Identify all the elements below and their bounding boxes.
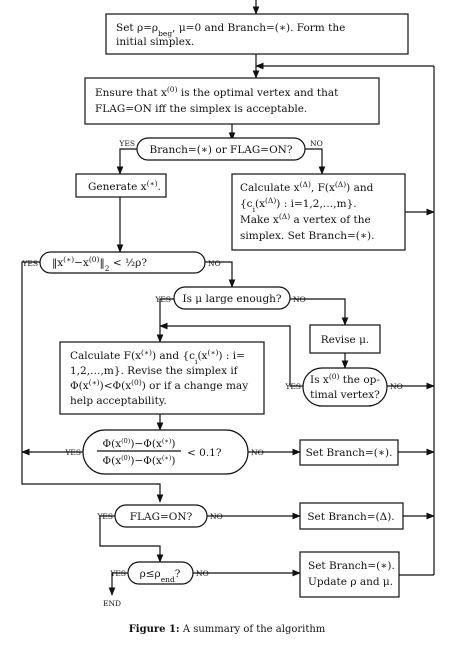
node-ratio-question: Φ(x(0))−Φ(x(∗)) Φ(x(0))−Φ(x(∗)) < 0.1? — [82, 429, 249, 475]
node-revise-mu: Revise μ. — [309, 324, 381, 354]
node-branch-question: Branch=(∗) or FLAG=ON? — [136, 137, 306, 161]
optimal-question-line-1: Is x(0) the op- — [310, 372, 380, 387]
connector-norm-yes — [21, 261, 164, 503]
optimal-question-line-2: timal vertex? — [310, 389, 380, 401]
label-yes-branch: YES — [118, 139, 135, 148]
update-line-2: Update ρ and μ. — [308, 576, 393, 588]
ratio-rhs: < 0.1? — [187, 447, 222, 459]
flag-question-text: FLAG=ON? — [130, 511, 193, 523]
label-no-ratio: NO — [251, 448, 264, 457]
ensure-line-1: Ensure that x(0) is the optimal vertex a… — [95, 85, 339, 100]
calc-star-line-4: help acceptability. — [70, 395, 167, 407]
set-branch-delta-text: Set Branch=(Δ). — [307, 511, 394, 523]
ratio-denominator: Φ(x(0))−Φ(x(∗)) — [103, 454, 176, 467]
branch-question-text: Branch=(∗) or FLAG=ON? — [150, 144, 293, 156]
label-no-flag: NO — [210, 512, 223, 521]
update-line-1: Set Branch=(∗). — [308, 560, 395, 572]
node-ensure: Ensure that x(0) is the optimal vertex a… — [84, 77, 380, 125]
connector-branch-yes — [116, 148, 137, 175]
calc-star-line-2: 1,2,…,m}. Revise the simplex if — [70, 365, 239, 377]
connector-flag-yes — [99, 515, 164, 563]
label-yes-norm: YES — [21, 259, 38, 268]
node-set-branch-delta: Set Branch=(Δ). — [299, 502, 404, 530]
label-yes-rho: YES — [109, 569, 126, 578]
set-branch-star-1-text: Set Branch=(∗). — [306, 447, 393, 459]
node-mu-question: Is μ large enough? — [173, 286, 291, 310]
init-line-1: Set ρ=ρbeg, μ=0 and Branch=(∗). Form the — [116, 22, 345, 38]
label-yes-ratio: YES — [64, 448, 81, 457]
node-generate: Generate x(∗). — [75, 173, 167, 198]
ensure-line-2: FLAG=ON iff the simplex is acceptable. — [95, 103, 307, 115]
node-calc-delta: Calculate x(Δ), F(x(Δ)) and {ci(x(Δ)) : … — [231, 173, 406, 251]
node-flag-question: FLAG=ON? — [114, 504, 208, 528]
connector-mu-no — [290, 298, 349, 326]
label-end: END — [103, 599, 121, 608]
branch-labels: YES NO YES NO YES NO YES NO YES NO YES N… — [21, 139, 402, 608]
connector-branch-no — [305, 148, 326, 175]
label-no-mu: NO — [293, 295, 306, 304]
node-optimal-question: Is x(0) the op- timal vertex? — [302, 367, 388, 407]
calc-delta-line-4: simplex. Set Branch=(∗). — [240, 230, 374, 242]
connectors — [21, 0, 435, 596]
label-no-norm: NO — [208, 259, 221, 268]
figure-caption: Figure 1: A summary of the algorithm — [129, 624, 326, 635]
generate-text: Generate x(∗). — [88, 179, 161, 194]
label-yes-mu: YES — [154, 295, 171, 304]
label-yes-flag: YES — [96, 512, 113, 521]
connector-rho-yes — [108, 572, 128, 596]
calc-star-line-3: Φ(x(∗))<Φ(x(0)) or if a change may — [70, 378, 248, 393]
connector-mu-yes — [156, 298, 174, 343]
revise-mu-text: Revise μ. — [321, 334, 370, 346]
calc-star-line-1: Calculate F(x(∗)) and {ci(x(∗)) : i= — [70, 348, 245, 366]
mu-question-text: Is μ large enough? — [182, 293, 281, 305]
calc-delta-line-1: Calculate x(Δ), F(x(Δ)) and — [240, 180, 374, 195]
node-update: Set Branch=(∗). Update ρ and μ. — [299, 551, 400, 598]
connector-optimal-yes — [159, 322, 303, 387]
node-init: Set ρ=ρbeg, μ=0 and Branch=(∗). Form the… — [105, 13, 409, 55]
connector-norm-no — [205, 261, 236, 288]
calc-delta-line-3: Make x(Δ) a vertex of the — [240, 212, 371, 227]
label-yes-optimal: YES — [284, 382, 301, 391]
calc-delta-line-2: {ci(x(Δ)) : i=1,2,…,m}. — [240, 196, 357, 214]
node-calc-star: Calculate F(x(∗)) and {ci(x(∗)) : i= 1,2… — [59, 341, 265, 415]
node-norm-question: ‖x(∗)−x(0)‖2 < ½ρ? — [39, 251, 206, 274]
label-no-rho: NO — [196, 569, 209, 578]
label-no-branch: NO — [310, 139, 323, 148]
label-no-optimal: NO — [390, 382, 403, 391]
init-line-2: initial simplex. — [116, 36, 194, 48]
norm-question-text: ‖x(∗)−x(0)‖2 < ½ρ? — [52, 255, 147, 273]
ratio-numerator: Φ(x(0))−Φ(x(∗)) — [103, 437, 176, 450]
node-rho-question: ρ≤ρend? — [127, 561, 194, 585]
node-set-branch-star-1: Set Branch=(∗). — [299, 439, 399, 466]
rho-question-text: ρ≤ρend? — [140, 568, 181, 584]
